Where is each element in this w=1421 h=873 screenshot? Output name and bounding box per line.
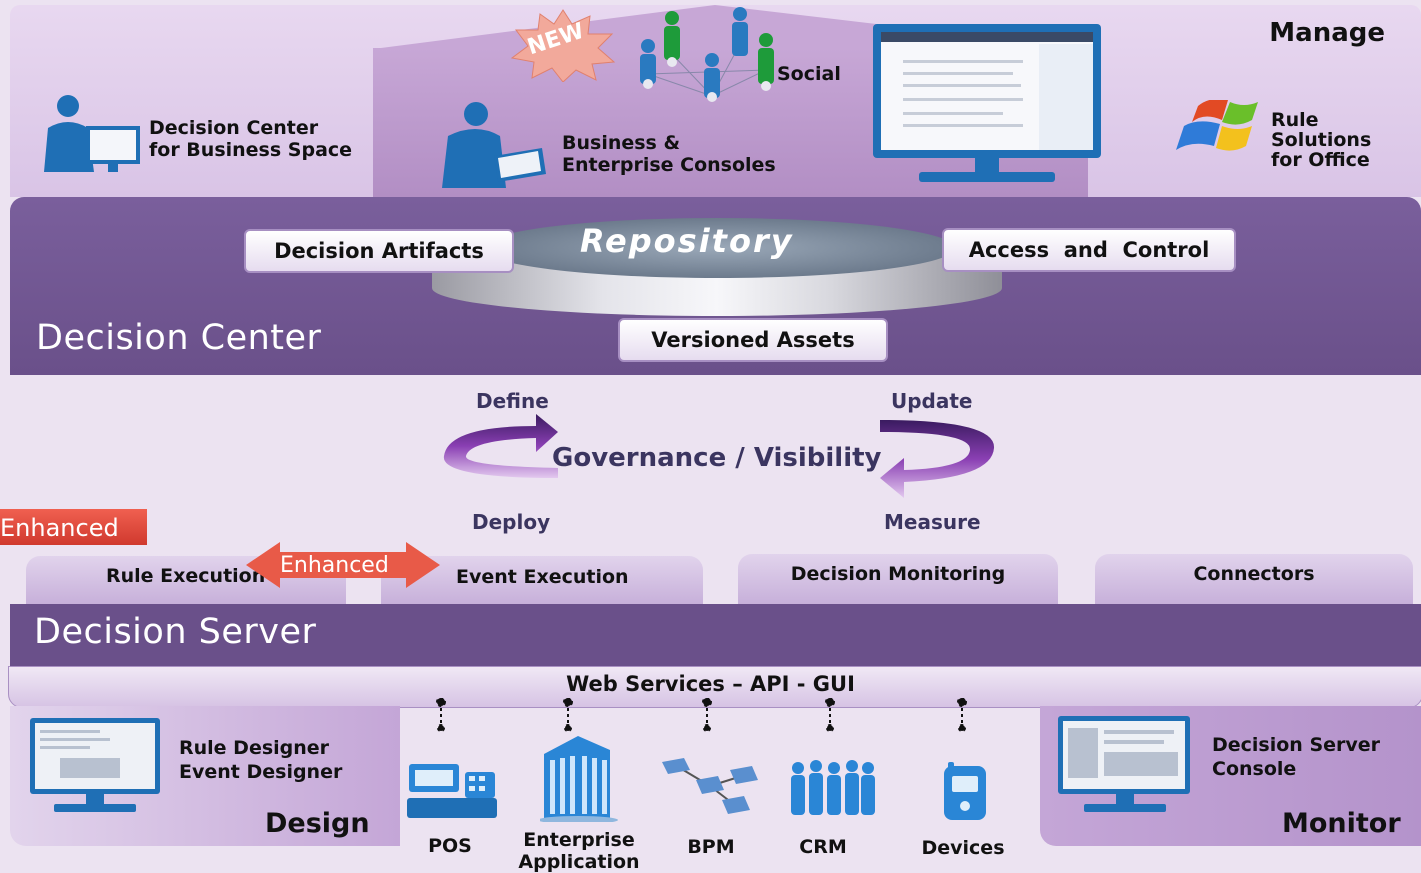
web-services-bar bbox=[8, 666, 1421, 708]
rule-solutions-line2: Solutions bbox=[1271, 129, 1372, 151]
rule-solutions-line3: for Office bbox=[1271, 149, 1370, 171]
governance-title: Governance / Visibility bbox=[552, 443, 882, 473]
rule-designer-label: Rule Designer bbox=[179, 737, 330, 759]
decision-server-console-line2: Console bbox=[1212, 758, 1297, 780]
deploy-label: Deploy bbox=[472, 510, 551, 534]
define-label: Define bbox=[476, 389, 549, 413]
tab-connectors: Connectors bbox=[1095, 554, 1413, 604]
bpm-workflow-icon bbox=[662, 758, 758, 814]
client-bpm: BPM bbox=[687, 836, 735, 858]
pos-terminal-icon bbox=[407, 764, 497, 818]
repository-top bbox=[480, 218, 955, 278]
designer-screen-icon bbox=[30, 718, 160, 812]
tab-event-execution-label: Event Execution bbox=[456, 566, 629, 588]
repository-title: Repository bbox=[580, 222, 794, 260]
measure-label: Measure bbox=[884, 510, 981, 534]
business-user-icon bbox=[44, 95, 140, 172]
governance-cycle-arrows bbox=[443, 414, 995, 498]
decision-server-band bbox=[10, 604, 1421, 670]
console-screen-icon bbox=[873, 24, 1101, 182]
mobile-device-icon bbox=[944, 762, 986, 820]
social-network-icon bbox=[640, 7, 774, 102]
enhanced-double-arrow bbox=[246, 542, 440, 588]
tablet-user-icon bbox=[442, 102, 546, 188]
client-enterprise-line2: Application bbox=[518, 851, 640, 873]
access-control-pill: Access and Control bbox=[942, 228, 1236, 272]
tab-rule-execution-label: Rule Execution bbox=[106, 565, 266, 587]
rule-solutions-line1: Rule bbox=[1271, 109, 1319, 131]
web-services-label: Web Services – API - GUI bbox=[566, 672, 855, 696]
office-logo-icon bbox=[1176, 100, 1258, 151]
update-label: Update bbox=[891, 389, 973, 413]
client-enterprise-line1: Enterprise bbox=[523, 829, 635, 851]
decision-server-console-line1: Decision Server bbox=[1212, 734, 1381, 756]
enhanced-badge: Enhanced bbox=[0, 509, 147, 545]
client-crm: CRM bbox=[799, 836, 847, 858]
event-designer-label: Event Designer bbox=[179, 761, 343, 783]
business-consoles-line1: Business & bbox=[562, 132, 681, 154]
manage-title: Manage bbox=[1269, 18, 1385, 48]
monitor-title: Monitor bbox=[1282, 808, 1401, 839]
dc-business-space-line2: for Business Space bbox=[149, 139, 353, 161]
decision-artifacts-pill: Decision Artifacts bbox=[244, 229, 514, 273]
decision-center-title: Decision Center bbox=[36, 318, 322, 358]
client-devices: Devices bbox=[921, 837, 1005, 859]
crm-people-icon bbox=[791, 760, 875, 815]
enhanced-arrow-label: Enhanced bbox=[280, 553, 389, 578]
social-label: Social bbox=[777, 63, 841, 85]
dc-business-space-line1: Decision Center bbox=[149, 117, 319, 139]
design-title: Design bbox=[265, 808, 370, 839]
versioned-assets-pill: Versioned Assets bbox=[618, 318, 888, 362]
enterprise-building-icon bbox=[540, 736, 618, 822]
decision-server-title: Decision Server bbox=[34, 612, 317, 652]
enhanced-badge-label: Enhanced bbox=[0, 514, 119, 542]
client-pos: POS bbox=[428, 835, 472, 857]
tab-decision-monitoring: Decision Monitoring bbox=[738, 554, 1058, 604]
new-starburst-icon bbox=[510, 9, 616, 82]
server-console-screen-icon bbox=[1058, 716, 1190, 812]
business-consoles-line2: Enterprise Consoles bbox=[562, 154, 776, 176]
connection-lines bbox=[436, 698, 967, 732]
